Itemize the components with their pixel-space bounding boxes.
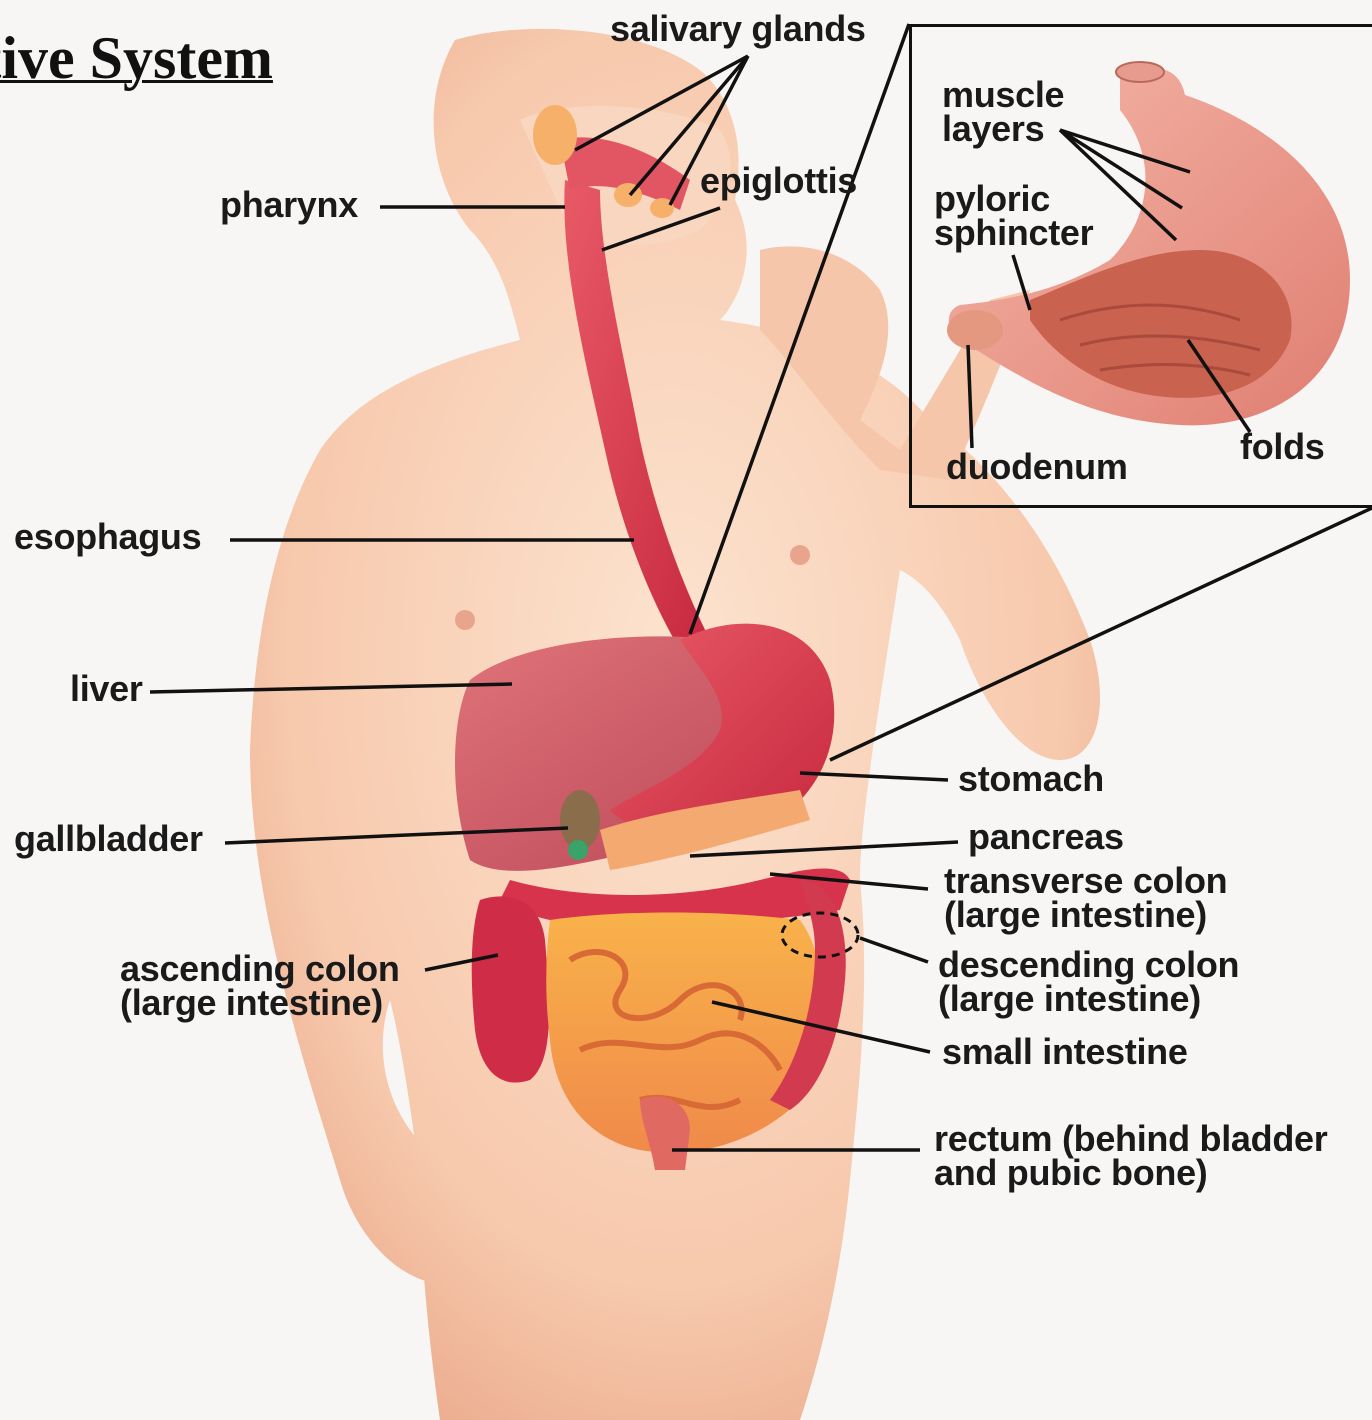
label-salivary-glands: salivary glands — [610, 12, 866, 46]
label-muscle-layers-line1: muscle — [942, 78, 1064, 112]
label-descending-colon-line1: descending colon — [938, 948, 1239, 982]
label-gallbladder: gallbladder — [14, 822, 203, 856]
label-pancreas: pancreas — [968, 820, 1124, 854]
ascending-colon-shape — [472, 896, 549, 1082]
label-liver: liver — [70, 672, 143, 706]
label-descending-colon-line2: (large intestine) — [938, 982, 1239, 1016]
page-title: stive System — [0, 28, 273, 88]
label-pyloric-sphincter-line2: sphincter — [934, 216, 1093, 250]
label-pharynx: pharynx — [220, 188, 358, 222]
label-transverse-colon-line1: transverse colon — [944, 864, 1227, 898]
label-rectum-line2: and pubic bone) — [934, 1156, 1327, 1190]
label-duodenum: duodenum — [946, 450, 1128, 484]
label-pyloric-sphincter: pyloric sphincter — [934, 182, 1093, 250]
label-descending-colon: descending colon (large intestine) — [938, 948, 1239, 1016]
label-ascending-colon-line2: (large intestine) — [120, 986, 400, 1020]
label-ascending-colon: ascending colon (large intestine) — [120, 952, 400, 1020]
label-muscle-layers: muscle layers — [942, 78, 1064, 146]
label-epiglottis: epiglottis — [700, 164, 857, 198]
label-transverse-colon-line2: (large intestine) — [944, 898, 1227, 932]
label-transverse-colon: transverse colon (large intestine) — [944, 864, 1227, 932]
label-esophagus: esophagus — [14, 520, 201, 554]
label-ascending-colon-line1: ascending colon — [120, 952, 400, 986]
label-muscle-layers-line2: layers — [942, 112, 1064, 146]
label-folds: folds — [1240, 430, 1325, 464]
label-rectum-line1: rectum (behind bladder — [934, 1122, 1327, 1156]
label-pyloric-sphincter-line1: pyloric — [934, 182, 1093, 216]
label-small-intestine: small intestine — [942, 1035, 1188, 1069]
label-stomach: stomach — [958, 762, 1104, 796]
label-rectum: rectum (behind bladder and pubic bone) — [934, 1122, 1327, 1190]
